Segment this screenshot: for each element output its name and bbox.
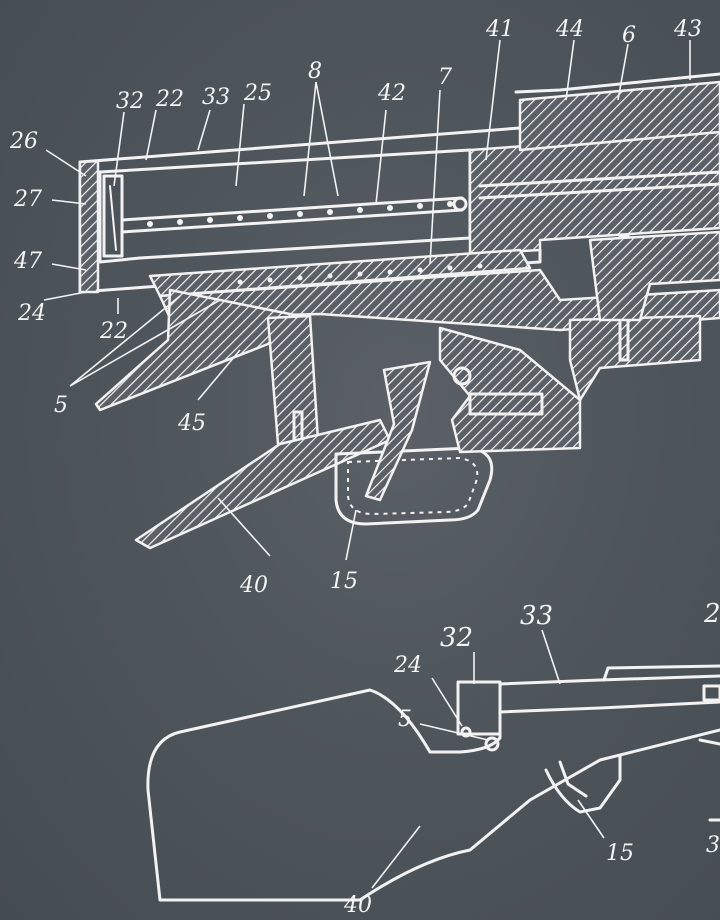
label-22: 22 bbox=[155, 87, 184, 112]
leader-lines-top bbox=[43, 39, 691, 561]
label-41: 41 bbox=[485, 17, 514, 42]
lower-spring-coils bbox=[237, 263, 483, 285]
feed-housing bbox=[588, 230, 720, 322]
label-2-bottom: 2 bbox=[703, 599, 720, 629]
pivot-24 bbox=[460, 726, 472, 738]
labels-bottom: 32 33 24 5 15 40 2 3 bbox=[343, 599, 720, 918]
rod-head bbox=[452, 196, 468, 212]
label-45: 45 bbox=[177, 411, 206, 436]
trigger-lever bbox=[364, 360, 432, 502]
receiver-tube-33 bbox=[498, 674, 720, 714]
rear-mechanism bbox=[568, 314, 702, 402]
lower-guide bbox=[148, 248, 532, 298]
label-5: 5 bbox=[54, 393, 68, 418]
trigger-housing bbox=[438, 326, 582, 454]
stud-5 bbox=[484, 736, 500, 752]
barrel-bore bbox=[478, 170, 720, 200]
label-24-bottom: 24 bbox=[393, 653, 422, 678]
sight-top bbox=[514, 72, 720, 94]
label-8: 8 bbox=[308, 59, 322, 84]
label-5-bottom: 5 bbox=[398, 707, 412, 732]
label-40-bottom: 40 bbox=[343, 893, 372, 918]
label-44: 44 bbox=[555, 17, 584, 42]
end-cap bbox=[78, 159, 100, 294]
side-view-bottom bbox=[146, 664, 720, 902]
trigger-guard bbox=[334, 446, 494, 526]
recoil-spring-rod bbox=[120, 196, 464, 234]
label-25: 25 bbox=[243, 81, 272, 106]
sight-bracket bbox=[702, 684, 720, 702]
label-27: 27 bbox=[13, 187, 42, 212]
sectional-view-top bbox=[78, 72, 720, 550]
label-6: 6 bbox=[622, 23, 636, 48]
label-24: 24 bbox=[17, 301, 46, 326]
label-33: 33 bbox=[202, 85, 230, 110]
label-26: 26 bbox=[9, 129, 38, 154]
buffer-pin bbox=[109, 185, 117, 251]
label-47: 47 bbox=[13, 249, 42, 274]
label-15: 15 bbox=[330, 569, 358, 594]
label-32-bottom: 32 bbox=[440, 623, 473, 653]
sight-block bbox=[518, 80, 720, 152]
trigger-guard-inner bbox=[347, 456, 479, 516]
recoil-spring-coils bbox=[147, 201, 453, 227]
trigger-pivot bbox=[452, 366, 472, 386]
label-7: 7 bbox=[438, 65, 452, 90]
trigger-guard-15 bbox=[544, 754, 622, 814]
label-40: 40 bbox=[239, 573, 268, 598]
label-22-bottom: 22 bbox=[99, 319, 128, 344]
rear-sight bbox=[602, 664, 720, 682]
label-3-bottom: 3 bbox=[706, 833, 720, 858]
receiver-inner-wall bbox=[98, 148, 472, 264]
labels-top: 26 27 47 24 22 32 22 33 25 8 42 7 41 44 … bbox=[9, 17, 702, 598]
label-33-bottom: 33 bbox=[520, 601, 553, 631]
label-42: 42 bbox=[377, 81, 406, 106]
stock-40 bbox=[146, 688, 720, 902]
label-32: 32 bbox=[116, 89, 144, 114]
fore-grip bbox=[698, 738, 720, 822]
trigger-15 bbox=[558, 760, 588, 798]
label-43: 43 bbox=[673, 17, 702, 42]
sear-block bbox=[468, 392, 544, 416]
buffer-spring-housing bbox=[102, 174, 124, 258]
receiver-block-32 bbox=[456, 680, 502, 736]
grip-40 bbox=[134, 418, 392, 550]
label-15-bottom: 15 bbox=[606, 841, 634, 866]
leader-lines-bottom bbox=[371, 629, 605, 889]
